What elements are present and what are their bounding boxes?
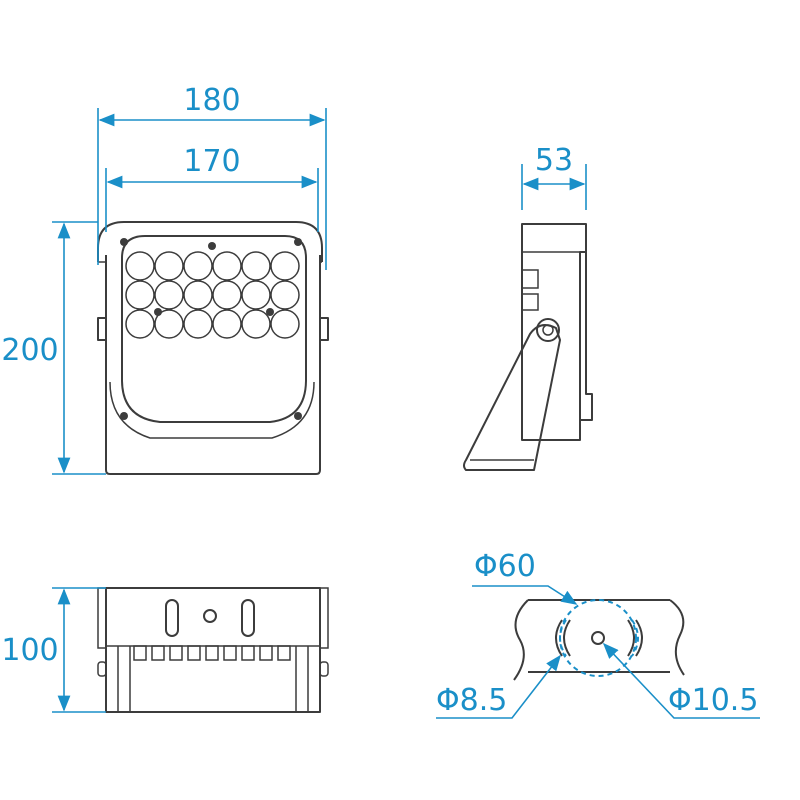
fin bbox=[205, 645, 219, 661]
leader-pole bbox=[472, 585, 578, 605]
dim-depth: 53 bbox=[521, 143, 587, 210]
screw-icon bbox=[266, 308, 274, 316]
front-top-plate bbox=[97, 221, 323, 262]
front-lower-curve bbox=[109, 381, 315, 439]
fin bbox=[223, 645, 237, 661]
led-lens-icon bbox=[183, 309, 213, 339]
led-lens-icon bbox=[154, 309, 184, 339]
led-lens-icon bbox=[183, 251, 213, 281]
dim-label-200: 200 bbox=[1, 333, 58, 368]
dim-label-phi8-5: Φ8.5 bbox=[436, 683, 507, 718]
front-view bbox=[97, 221, 329, 475]
pole-break-left bbox=[513, 599, 529, 681]
bottom-fins bbox=[133, 645, 291, 661]
led-lens-icon bbox=[270, 251, 300, 281]
led-lens-icon bbox=[183, 280, 213, 310]
fin bbox=[277, 645, 291, 661]
dim-label-phi10-5: Φ10.5 bbox=[668, 683, 758, 718]
led-lens-icon bbox=[212, 309, 242, 339]
side-rear-fin bbox=[580, 251, 593, 421]
led-lens-icon bbox=[270, 280, 300, 310]
front-body bbox=[105, 255, 321, 475]
dim-label-180: 180 bbox=[183, 83, 240, 118]
dim-width-inner: 170 bbox=[105, 144, 319, 232]
dim-bottom-height: 100 bbox=[1, 587, 106, 713]
side-bracket-arm bbox=[463, 324, 561, 471]
led-array bbox=[125, 251, 300, 339]
screw-icon bbox=[120, 412, 128, 420]
mount-hole bbox=[591, 631, 605, 645]
screw-icon bbox=[294, 238, 302, 246]
led-lens-icon bbox=[154, 251, 184, 281]
screw-icon bbox=[208, 242, 216, 250]
led-lens-icon bbox=[125, 251, 155, 281]
led-lens-icon bbox=[125, 309, 155, 339]
bottom-bracket-right bbox=[319, 587, 329, 649]
slot-arc-left bbox=[555, 619, 563, 657]
dim-label-53: 53 bbox=[535, 143, 573, 178]
led-lens-icon bbox=[212, 251, 242, 281]
fin bbox=[151, 645, 165, 661]
fin bbox=[133, 645, 147, 661]
led-lens-icon bbox=[125, 280, 155, 310]
fin bbox=[241, 645, 255, 661]
fin bbox=[187, 645, 201, 661]
fin bbox=[169, 645, 183, 661]
led-lens-icon bbox=[212, 280, 242, 310]
dim-label-100: 100 bbox=[1, 633, 58, 668]
pivot-knob-icon bbox=[536, 318, 560, 342]
bottom-bracket-left bbox=[97, 587, 107, 649]
screw-icon bbox=[294, 412, 302, 420]
side-boss bbox=[521, 269, 539, 289]
screw-icon bbox=[120, 238, 128, 246]
bottom-view bbox=[97, 587, 329, 713]
pole-circle bbox=[559, 599, 637, 677]
fin bbox=[259, 645, 273, 661]
bottom-rails bbox=[117, 646, 309, 712]
led-lens-icon bbox=[154, 280, 184, 310]
leader-slot bbox=[436, 654, 561, 719]
bottom-body bbox=[105, 587, 321, 713]
dim-height: 200 bbox=[1, 221, 106, 475]
slot-left bbox=[165, 599, 179, 637]
led-lens-icon bbox=[270, 309, 300, 339]
pole-break-right bbox=[669, 599, 685, 676]
led-lens-icon bbox=[241, 309, 271, 339]
front-inner-bezel bbox=[121, 235, 307, 423]
front-bracket-left bbox=[97, 317, 107, 341]
dim-width-outer: 180 bbox=[97, 83, 327, 270]
slot-right bbox=[241, 599, 255, 637]
leader-hole bbox=[602, 642, 760, 719]
front-bracket-right bbox=[319, 317, 329, 341]
mount-detail: Φ60 Φ8.5 Φ10.5 bbox=[436, 549, 760, 719]
dim-label-170: 170 bbox=[183, 144, 240, 179]
led-lens-icon bbox=[241, 280, 271, 310]
slot-arc-right bbox=[627, 619, 635, 657]
side-view bbox=[463, 223, 593, 471]
center-hole bbox=[203, 609, 217, 623]
dim-label-phi60: Φ60 bbox=[474, 549, 536, 584]
led-lens-icon bbox=[241, 251, 271, 281]
side-boss bbox=[521, 293, 539, 311]
